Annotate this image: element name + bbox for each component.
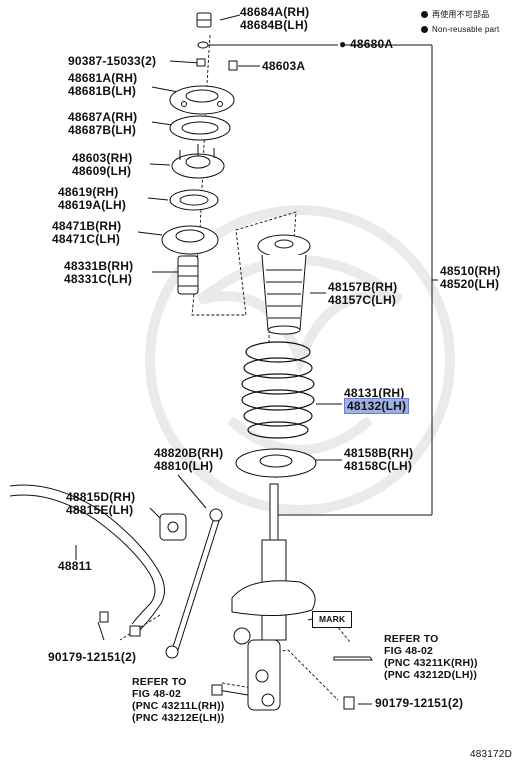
label-48687: 48687A(RH)48687B(LH) [68, 110, 138, 137]
legend-dot-icon [421, 11, 428, 19]
label-48619: 48619(RH)48619A(LH) [58, 185, 127, 212]
legend-dot-icon [421, 26, 428, 34]
label-48157: 48157B(RH)48157C(LH) [328, 280, 398, 307]
insulator-48158 [235, 448, 317, 478]
mark-label: MARK [312, 611, 353, 628]
seat-48471 [161, 225, 219, 255]
nut-48684 [196, 12, 212, 28]
label-48471: 48471B(RH)48471C(LH) [52, 219, 122, 246]
label-48820: 48820B(RH)48810(LH) [154, 446, 224, 473]
boot-48157 [257, 234, 311, 335]
label-90179-left: 90179-12151(2) [48, 650, 137, 664]
bearing-48619 [169, 189, 219, 211]
label-90387: 90387-15033(2) [68, 54, 157, 68]
support-48603 [171, 144, 225, 179]
coil-spring-48131 [241, 341, 315, 439]
link-48820 [165, 508, 223, 659]
legend-en: Non-reusable part [421, 25, 499, 35]
label-48331: 48331B(RH)48331C(LH) [64, 259, 134, 286]
label-48680a: ● 48680A [339, 37, 394, 51]
label-48603a: 48603A [262, 59, 306, 73]
label-48131: 48131(RH)48132(LH) [344, 387, 410, 414]
bolt-90179 [99, 611, 373, 710]
highlighted-part-48132: 48132(LH) [344, 398, 410, 414]
label-48681: 48681A(RH)48681B(LH) [68, 71, 138, 98]
label-48815: 48815D(RH)48815E(LH) [66, 490, 136, 517]
label-48684: 48684A(RH)48684B(LH) [240, 5, 310, 32]
label-48811: 48811 [58, 559, 92, 573]
bushing-48815 [159, 513, 187, 541]
stabilizer-bar [9, 484, 165, 633]
washer-48680a [197, 41, 209, 49]
bumper-48331 [177, 255, 199, 295]
label-48158: 48158B(RH)48158C(LH) [344, 446, 414, 473]
figure-code: 483172D [470, 749, 512, 760]
insulator-48687 [169, 115, 231, 141]
label-48603: 48603(RH)48609(LH) [72, 151, 133, 178]
support-48681 [169, 85, 235, 115]
label-48510: 48510(RH)48520(LH) [440, 264, 501, 291]
shock-absorber [231, 483, 316, 711]
label-90179-right: 90179-12151(2) [375, 696, 464, 710]
legend-jp: 再使用不可部品 [421, 10, 489, 20]
